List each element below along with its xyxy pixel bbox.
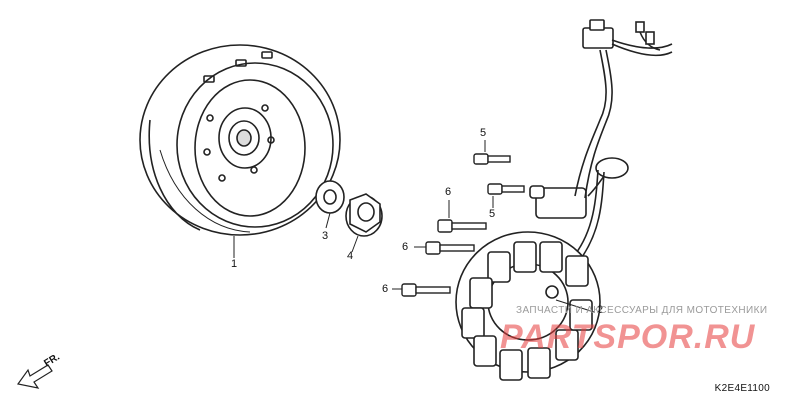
callout-1: 1 [231,258,238,270]
callout-5a: 5 [480,127,487,139]
bolt-6c [401,283,451,297]
callout-6b: 6 [402,241,409,253]
callout-5b: 5 [489,208,496,220]
bolt-5b [487,183,525,195]
flange-nut [345,193,383,237]
callout-6c: 6 [382,283,389,295]
washer [315,180,345,214]
leader-lines [233,140,595,313]
stator [455,231,601,381]
callout-6a: 6 [445,186,452,198]
callout-4: 4 [347,250,354,262]
bolt-6a [437,219,487,233]
callout-3: 3 [322,230,329,242]
flywheel [139,44,341,236]
callout-2: 2 [597,304,604,316]
bolt-6b [425,241,475,255]
watermark-brand: PARTSPOR.RU [500,318,756,356]
wire-harness [573,19,673,261]
front-arrow-icon [16,364,53,389]
pulse-generator [529,161,615,219]
watermark-tagline: ЗАПЧАСТИ И АКСЕССУАРЫ ДЛЯ МОТОТЕХНИКИ [516,305,768,316]
diagram-code: K2E4E1100 [714,383,770,394]
bolt-5a [473,153,511,165]
